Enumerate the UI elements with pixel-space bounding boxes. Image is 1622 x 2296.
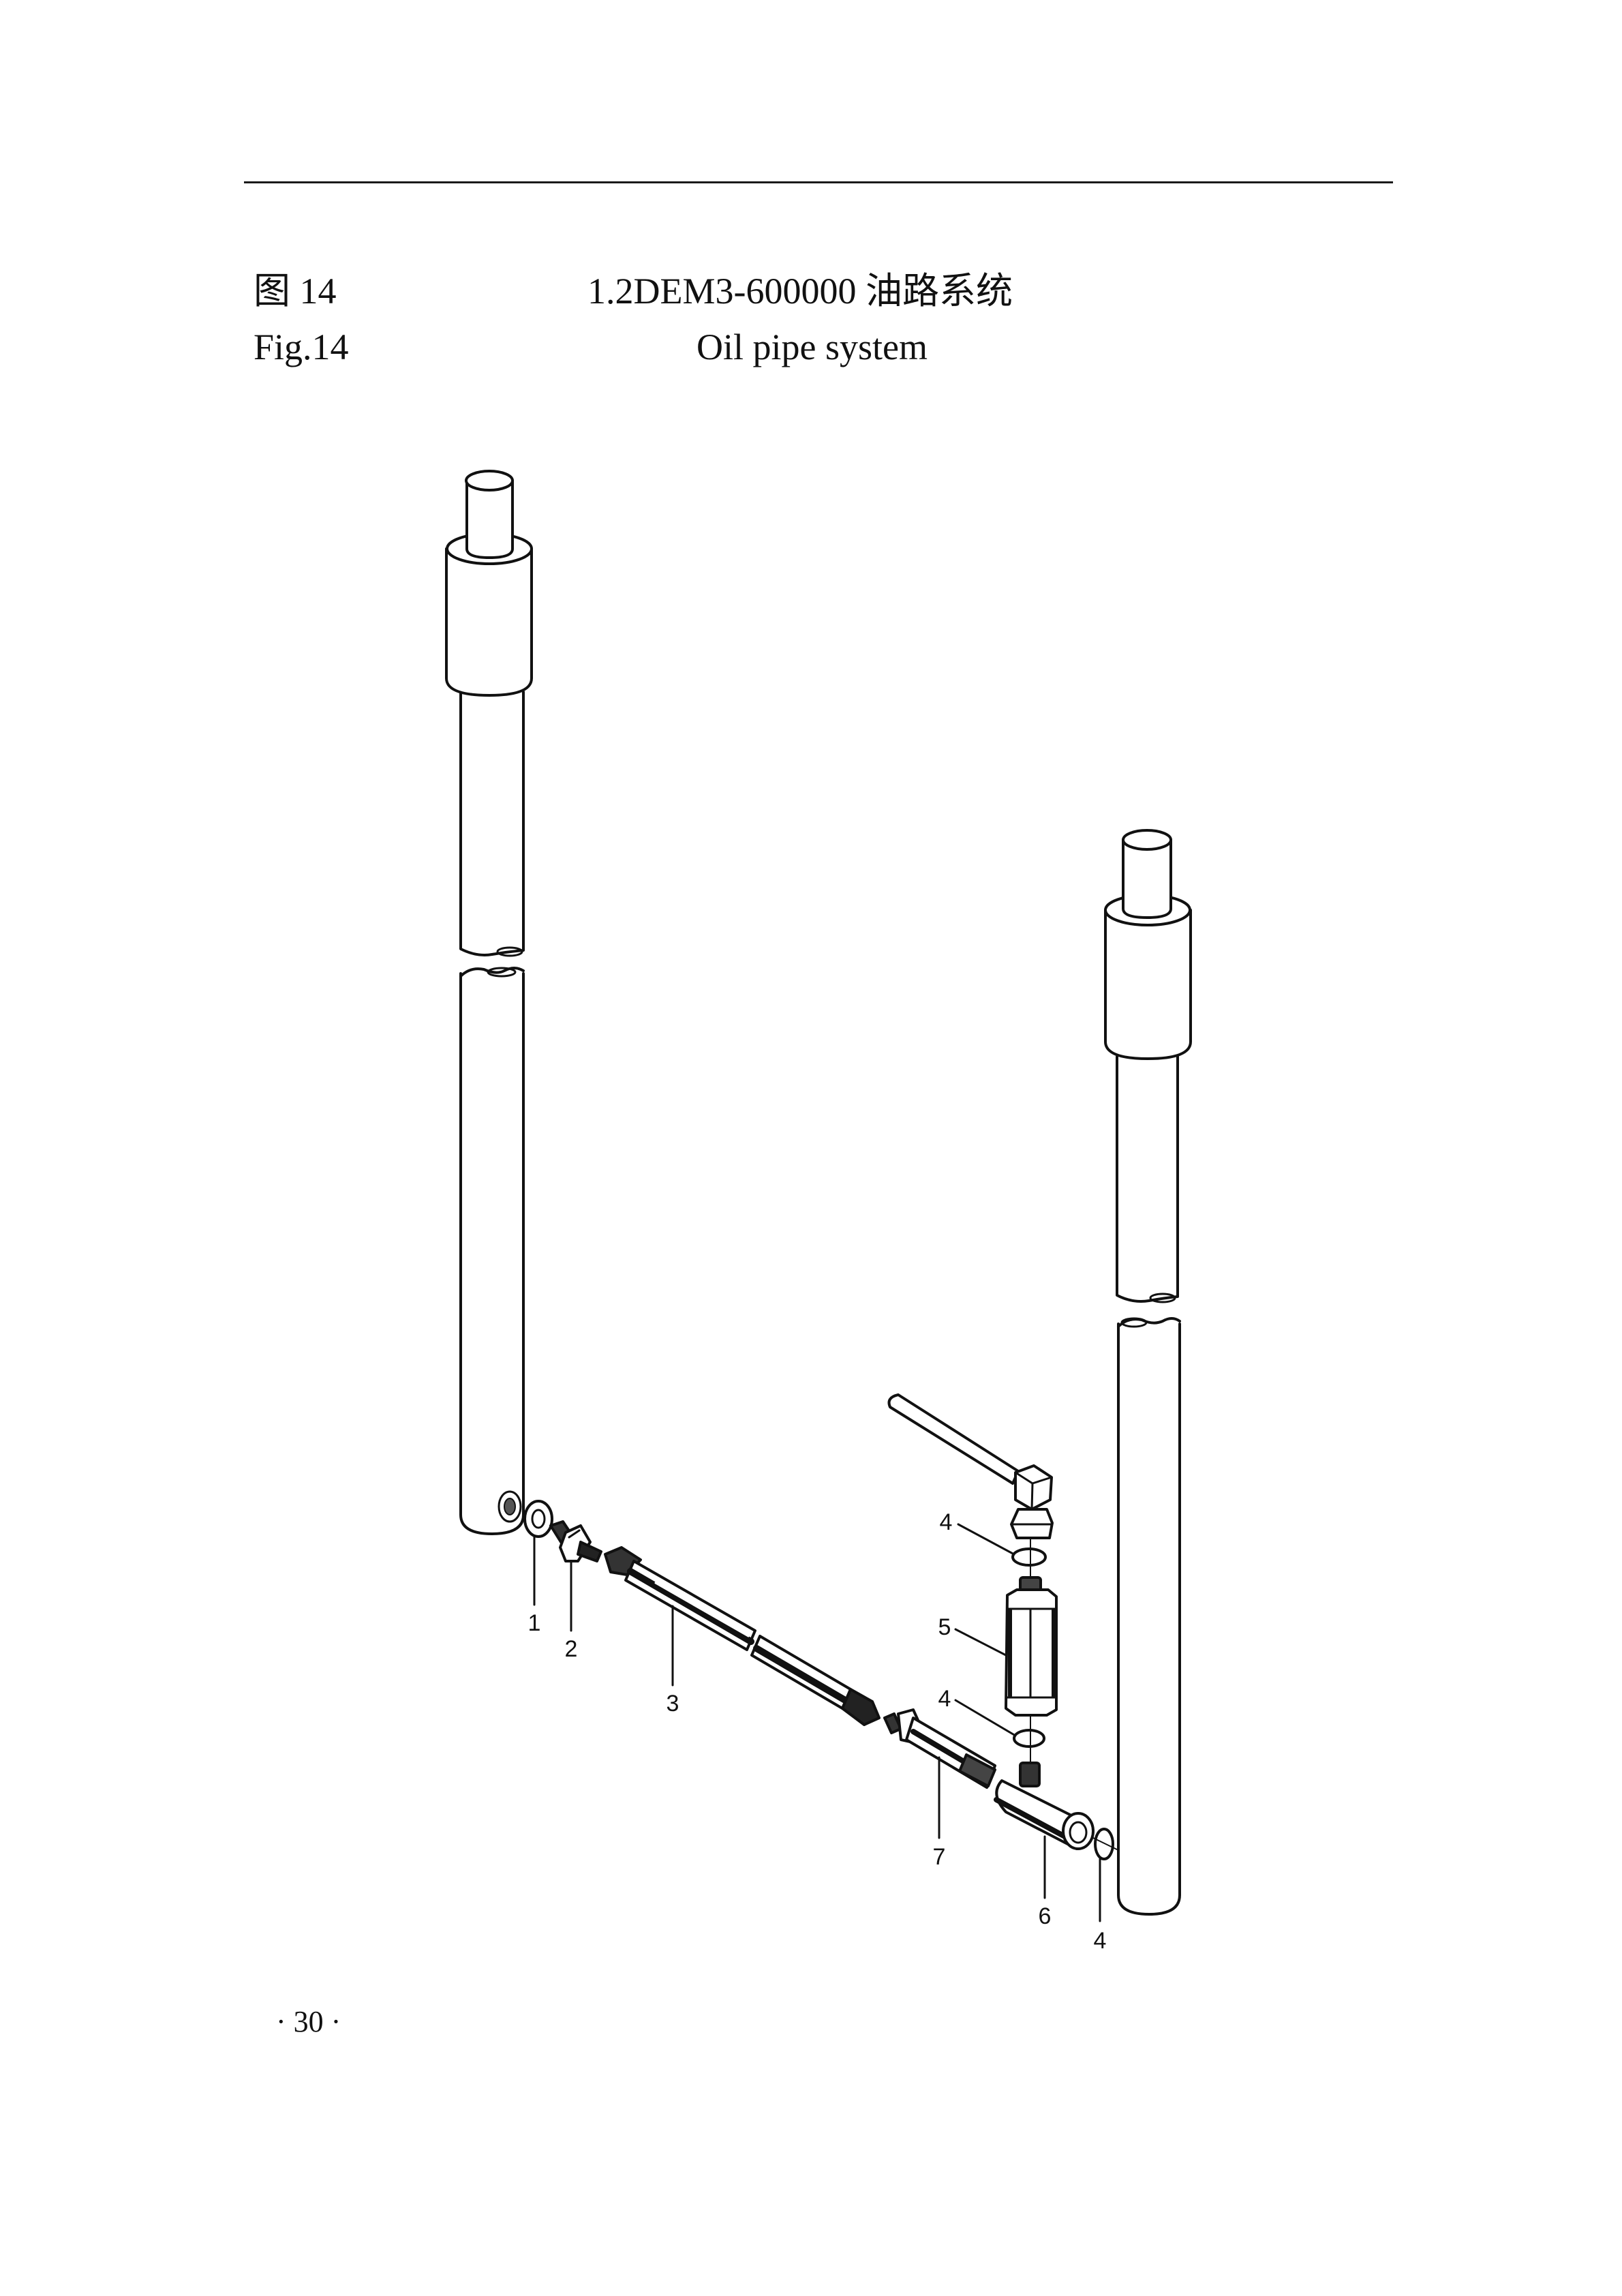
- part-3-hose: [604, 1546, 881, 1726]
- callout-6: 6: [1039, 1903, 1052, 1929]
- right-cylinder: [1104, 829, 1192, 1916]
- callout-7: 7: [933, 1844, 946, 1870]
- part-2-union-fitting: [549, 1520, 602, 1562]
- left-cylinder: [445, 470, 533, 1535]
- callout-4-bottom: 4: [1094, 1928, 1107, 1954]
- part-5-filter: [1005, 1576, 1058, 1717]
- elbow-pipe: [887, 1393, 1054, 1539]
- figure-number-en: Fig.14: [254, 327, 349, 367]
- callout-2: 2: [565, 1636, 578, 1662]
- assembly-axis-lines: [1030, 1539, 1119, 1851]
- figure-title-cn: 1.2DEM3-600000 油路系统: [587, 271, 1013, 312]
- page-number: · 30 ·: [276, 2005, 341, 2038]
- callout-4-middle: 4: [938, 1686, 951, 1712]
- callout-1: 1: [528, 1610, 541, 1636]
- figure-number-cn: 图 14: [254, 271, 337, 312]
- header-rule: [244, 181, 1393, 183]
- figure-title-en: Oil pipe system: [697, 327, 928, 367]
- part-1-washer: [523, 1500, 553, 1538]
- callout-4-top: 4: [940, 1509, 953, 1535]
- callout-3: 3: [667, 1691, 679, 1717]
- part-6-tee-fitting: [994, 1762, 1095, 1850]
- part-4-o-rings: [1011, 1547, 1114, 1860]
- callout-5: 5: [938, 1614, 951, 1640]
- part-7-pipe-connector: [883, 1708, 996, 1789]
- leader-lines: [533, 1523, 1101, 1922]
